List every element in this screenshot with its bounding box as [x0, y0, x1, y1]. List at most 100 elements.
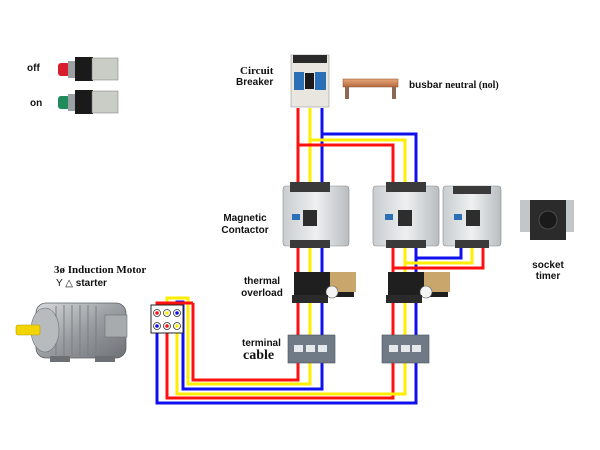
label-magnetic-contactor-line2: Contactor — [221, 225, 269, 236]
wire-r — [191, 303, 300, 382]
on-button-body — [75, 90, 93, 114]
motor-terminal-phase-r — [165, 324, 169, 328]
label-on: on — [30, 98, 43, 109]
induction-motor[interactable] — [15, 302, 128, 362]
control-wire — [112, 90, 292, 210]
control-wire — [110, 107, 280, 203]
contactor-top-terminals — [290, 182, 330, 192]
off-push-button[interactable] — [58, 57, 119, 81]
contactor-top-terminals — [386, 182, 426, 192]
control-wire — [535, 238, 548, 252]
contactor-top-terminals — [453, 186, 491, 194]
off-button-body — [75, 57, 93, 81]
motor-junction-box — [104, 314, 128, 338]
contactor-label — [454, 214, 462, 220]
terminal-slot — [389, 345, 398, 352]
label-busbar-word2: neutral (nol) — [445, 80, 499, 91]
overload-terminals — [386, 295, 422, 303]
terminal-slot — [412, 345, 421, 352]
timer-socket-hole — [538, 210, 558, 230]
on-button-cap — [58, 96, 70, 109]
wire-s — [310, 138, 407, 185]
star-symbol: Y — [56, 278, 63, 289]
label-busbar: busbar neutral (nol) — [409, 80, 499, 92]
contactor-armature — [466, 210, 480, 226]
control-wire — [505, 176, 522, 270]
contactor-label — [292, 214, 300, 220]
control-wire — [365, 253, 385, 270]
label-terminal-cable-line2: cable — [243, 348, 275, 363]
terminal-slot — [318, 345, 327, 352]
motor-terminal-phase-t — [175, 311, 179, 315]
wire-t — [155, 330, 418, 405]
off-contact-block — [91, 57, 119, 81]
motor-shaft — [15, 324, 41, 336]
motor-terminal-top-row — [153, 309, 181, 317]
busbar-bar — [342, 78, 399, 88]
wire-t — [322, 132, 418, 185]
magnetic-contactor-main[interactable] — [282, 182, 350, 248]
on-contact-block — [91, 90, 119, 114]
wire-r — [391, 245, 485, 270]
label-thermal-overload-line1: thermal — [243, 276, 281, 287]
contactor-armature — [303, 210, 317, 226]
magnetic-contactor-delta[interactable] — [372, 182, 440, 248]
label-thermal-overload-line2: overload — [241, 288, 283, 299]
magnetic-contactor-star[interactable] — [442, 185, 502, 248]
circuit-breaker[interactable] — [290, 54, 330, 108]
socket-timer[interactable] — [520, 200, 574, 240]
off-button-collar — [68, 61, 76, 78]
contactor-bottom-terminals — [290, 240, 330, 248]
label-socket-timer-line1: socket — [532, 260, 564, 271]
motor-terminal-bottom-row — [153, 322, 181, 330]
terminal-block-1[interactable] — [287, 334, 336, 364]
terminal-slot — [306, 345, 315, 352]
label-circuit-breaker-line2: Breaker — [236, 77, 274, 88]
label-motor-subtitle: Y △ starter — [56, 278, 107, 290]
busbar-neutral[interactable] — [342, 78, 399, 99]
breaker-top-terminals — [293, 55, 327, 63]
contactor-bottom-terminals — [455, 240, 489, 248]
breaker-label-left — [294, 72, 304, 90]
busbar-leg-right — [392, 87, 396, 99]
label-starter: starter — [75, 278, 107, 289]
wire-r — [298, 143, 395, 185]
wire-s — [403, 245, 474, 265]
motor-terminal-box[interactable] — [150, 304, 184, 334]
motor-terminal-phase-r — [155, 311, 159, 315]
on-push-button[interactable] — [58, 90, 119, 114]
control-wire — [300, 164, 330, 175]
control-wire — [532, 181, 548, 203]
overload-dial — [325, 285, 339, 299]
motor-foot — [50, 356, 70, 362]
overload-top-cover — [424, 272, 450, 292]
overload-dial — [419, 285, 433, 299]
motor-terminal-phase-t — [155, 324, 159, 328]
label-magnetic-contactor-line1: Magnetic — [223, 213, 267, 224]
terminal-slot — [294, 345, 303, 352]
label-busbar-word1: busbar — [409, 80, 443, 91]
thermal-overload-1[interactable] — [292, 272, 356, 303]
label-circuit-breaker-line1: Circuit — [240, 65, 274, 77]
wire-s — [175, 330, 407, 396]
on-button-collar — [68, 94, 76, 111]
wire-r — [165, 330, 395, 400]
overload-top-cover — [330, 272, 356, 292]
delta-symbol: △ — [65, 278, 73, 289]
terminal-slot — [401, 345, 410, 352]
motor-foot — [95, 356, 115, 362]
busbar-leg-left — [345, 87, 349, 99]
label-socket-timer-line2: timer — [535, 271, 561, 282]
overload-terminals — [292, 295, 328, 303]
label-off: off — [27, 63, 40, 74]
thermal-overload-2[interactable] — [386, 272, 450, 303]
terminal-block-2[interactable] — [381, 334, 430, 364]
off-button-cap — [58, 63, 70, 76]
label-terminal-cable-line1: terminal — [242, 338, 281, 349]
wire-s — [165, 296, 312, 386]
breaker-toggle — [305, 73, 314, 89]
contactor-armature — [398, 210, 412, 226]
breaker-label-right — [315, 72, 326, 90]
motor-terminal-phase-s — [165, 311, 169, 315]
